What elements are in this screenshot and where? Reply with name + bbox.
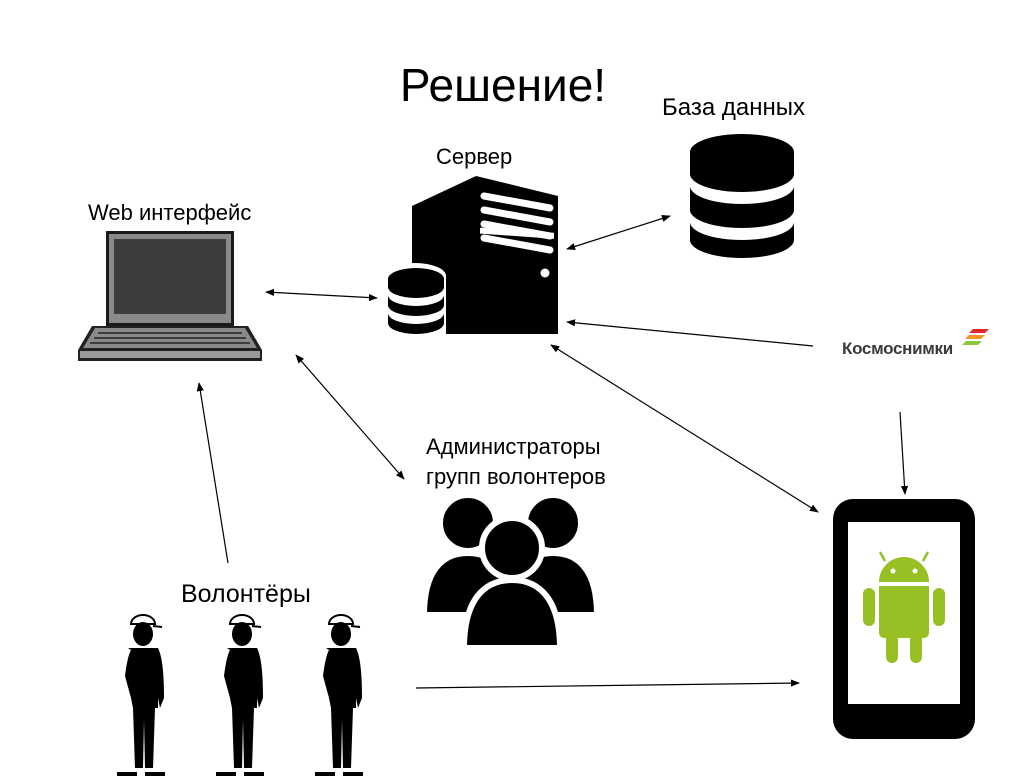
arrow-web-server xyxy=(265,288,378,302)
arrow-server-database xyxy=(566,215,671,250)
server-label: Сервер xyxy=(436,144,513,169)
server-icon xyxy=(384,176,558,347)
web-interface-label: Web интерфейс xyxy=(88,200,252,225)
database-label: База данных xyxy=(662,94,805,121)
slide-title: Решение! xyxy=(399,59,607,111)
arrow-kosmosnimki-server xyxy=(566,319,814,347)
people-group-icon xyxy=(420,492,601,651)
arrow-volunteers-web xyxy=(196,382,229,564)
arrow-web-admins xyxy=(295,354,405,480)
android-icon xyxy=(863,551,945,663)
laptop-icon xyxy=(78,231,262,361)
kosmosnimki-label: Космоснимки xyxy=(842,339,953,358)
arrow-volunteers-phone xyxy=(415,679,800,689)
database-icon xyxy=(690,134,794,258)
arrow-server-phone xyxy=(550,344,819,513)
kosmosnimki-logo-icon xyxy=(962,329,989,345)
connection-arrows xyxy=(196,215,909,689)
volunteer-figure-icon xyxy=(117,614,364,777)
volunteers-label: Волонтёры xyxy=(181,580,311,608)
arrow-kosmosnimki-phone xyxy=(899,411,909,495)
